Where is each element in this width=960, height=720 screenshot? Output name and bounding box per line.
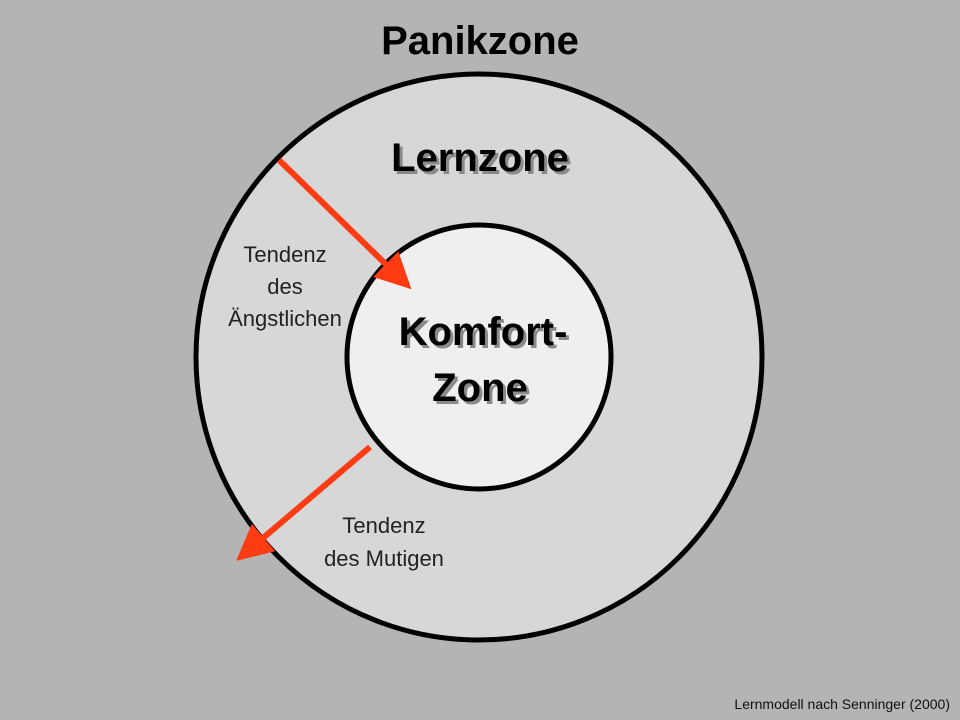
brave-tendency-arrow	[236, 444, 372, 561]
anxious-tendency-arrow	[276, 157, 412, 290]
brave-tendency-line1: Tendenz	[342, 513, 425, 538]
anxious-tendency-line1: Tendenz	[243, 242, 326, 267]
anxious-tendency-line2: des	[267, 274, 302, 299]
comfort-zone-circle	[344, 222, 614, 492]
anxious-tendency-line3: Ängstlichen	[228, 306, 342, 331]
source-credit: Lernmodell nach Senninger (2000)	[734, 696, 950, 712]
comfort-zone-label-line2-shadow: Zone	[435, 369, 531, 413]
comfort-zone-label-line1: Komfort-	[399, 310, 568, 354]
learn-zone-label-shadow: Lernzone	[394, 139, 572, 183]
comfort-zone-label-line2: Zone	[432, 366, 528, 410]
comfort-zone-label-line1-shadow: Komfort-	[402, 313, 571, 357]
learn-zone-label: Lernzone	[391, 136, 569, 180]
brave-tendency-line2: des Mutigen	[324, 546, 444, 571]
panic-zone-label: Panikzone	[381, 19, 579, 63]
